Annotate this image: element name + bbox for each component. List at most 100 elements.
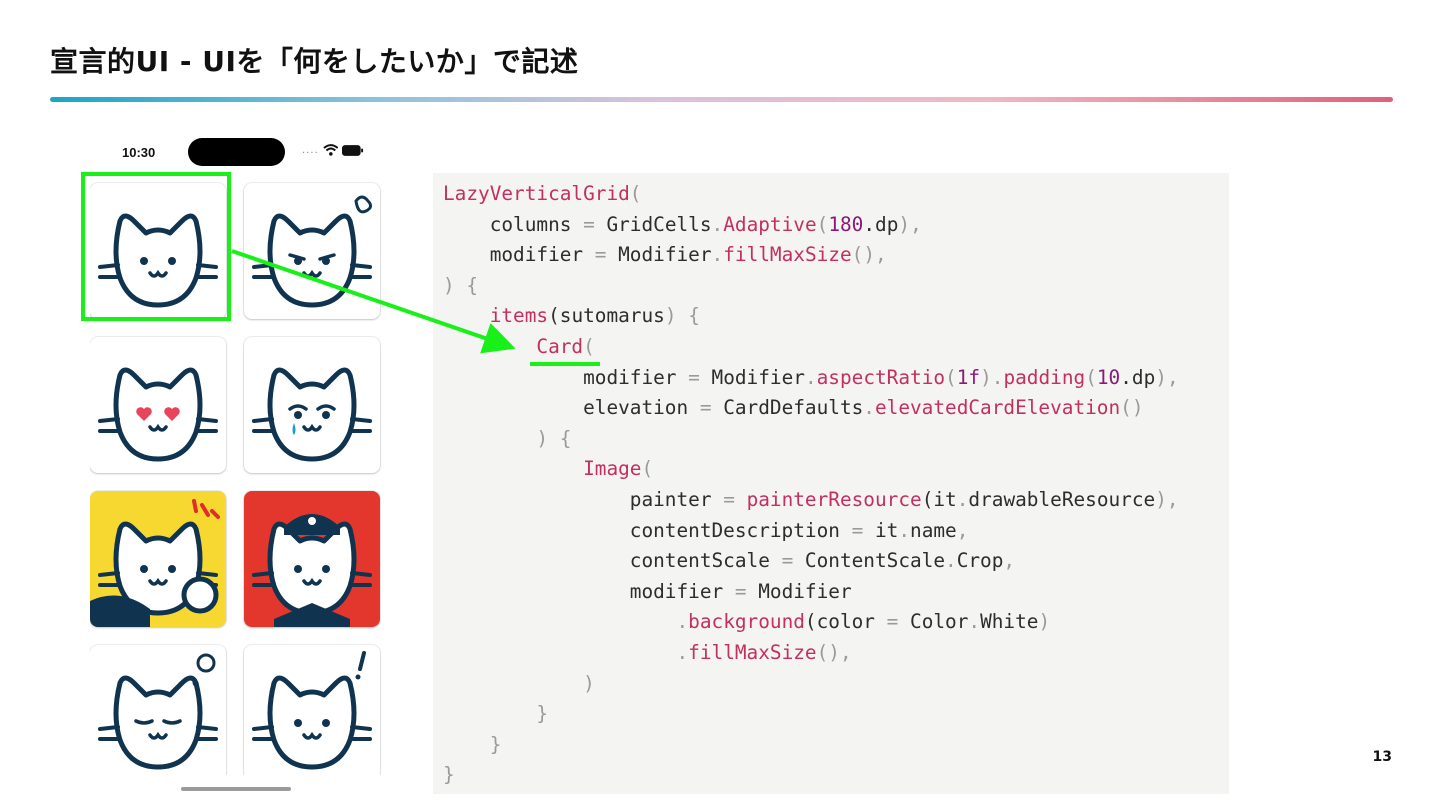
code-token: } [443, 763, 455, 787]
code-token: dp [875, 212, 899, 236]
code-panel: LazyVerticalGrid( columns = GridCells.Ad… [433, 173, 1229, 794]
code-token: White [980, 610, 1039, 634]
code-line: modifier = Modifier [443, 580, 852, 603]
title-gradient-rule [50, 97, 1393, 102]
battery-icon [342, 144, 364, 156]
code-token: (), [816, 640, 852, 664]
code-token: (), [851, 243, 887, 267]
code-line: LazyVerticalGrid( [443, 182, 641, 205]
code-token: Modifier [606, 243, 712, 267]
code-token: ( [641, 457, 654, 481]
code-token: it [933, 487, 957, 511]
code-line: items(sutomarus) { [443, 304, 700, 327]
code-token: = [594, 243, 607, 267]
code-token: ) { [664, 304, 700, 328]
home-indicator [181, 787, 291, 791]
cat-neutral-image [98, 213, 218, 308]
code-token: . [863, 212, 876, 236]
code-token: modifier [443, 579, 735, 603]
sticker-card-cat-crying[interactable] [244, 337, 380, 473]
code-token: = [781, 549, 794, 573]
code-token: Card [536, 334, 584, 358]
code-token: ), [898, 212, 922, 236]
code-token: fillMaxSize [723, 243, 852, 267]
code-token: sutomarus [559, 304, 665, 328]
code-token: it [863, 518, 899, 542]
sticker-grid [90, 175, 382, 775]
code-token: padding [1003, 365, 1086, 389]
code-token: 10 [1096, 365, 1121, 389]
code-token: contentDescription [443, 518, 852, 542]
sticker-card-cat-neutral[interactable] [90, 183, 226, 319]
code-token: , [956, 518, 969, 542]
code-token: modifier [443, 365, 689, 389]
code-token: . [711, 243, 724, 267]
code-token: . [863, 396, 875, 420]
code-line: elevation = CardDefaults.elevatedCardEle… [443, 396, 1144, 420]
sticker-card-cat-exclamation[interactable] [244, 645, 380, 775]
code-line: .background(color = Color.White) [443, 610, 1050, 633]
code-token: . [1120, 365, 1132, 389]
code-token: = [734, 579, 747, 603]
code-token: 180 [828, 212, 864, 236]
code-token: } [443, 702, 549, 726]
code-token: . [898, 518, 911, 542]
code-token: ( [804, 610, 817, 634]
code-token: , [1003, 549, 1016, 573]
code-token: ) [1038, 610, 1051, 634]
first-card-highlight [81, 172, 231, 321]
code-token: ( [921, 487, 934, 511]
page-number: 13 [1372, 749, 1392, 765]
code-token: } [443, 732, 502, 756]
sticker-card-cat-annoyed-steam[interactable] [244, 183, 380, 319]
code-token: Color [898, 610, 969, 634]
code-token: . [711, 212, 724, 236]
cat-heart-eyes-image [98, 367, 218, 462]
code-token: GridCells [594, 212, 712, 236]
code-token: . [676, 610, 689, 634]
code-token: ( [816, 212, 829, 236]
code-line: columns = GridCells.Adaptive(180.dp), [443, 213, 922, 236]
code-token: 1f [956, 365, 981, 389]
wifi-icon [323, 144, 339, 156]
code-token: ) { [443, 273, 479, 297]
phone-screenshot: 10:30 .... [80, 130, 392, 795]
code-line: } [443, 702, 548, 725]
code-token: elevatedCardElevation [874, 396, 1121, 420]
sticker-card-cat-police-red[interactable] [244, 491, 380, 627]
code-token [443, 457, 583, 480]
code-token: Image [583, 457, 642, 481]
code-token: items [489, 304, 549, 328]
code-token: painter [443, 487, 724, 511]
sticker-card-cat-sweat[interactable] [90, 645, 226, 775]
sticker-card-cat-salute-yellow[interactable] [90, 491, 226, 627]
code-line: Card( [443, 334, 595, 358]
code-token: modifier [443, 243, 595, 267]
code-token: CardDefaults [711, 396, 864, 420]
code-token: ContentScale [793, 549, 946, 573]
code-token: ( [583, 334, 595, 358]
code-token: Modifier [699, 365, 805, 389]
code-token: name [910, 518, 957, 542]
code-token: color [816, 610, 887, 634]
code-token: = [851, 518, 864, 542]
cat-exclamation-image [252, 651, 372, 770]
code-token: . [968, 610, 981, 634]
code-token: dp [1131, 365, 1156, 389]
card-keyword-underline [530, 362, 600, 366]
code-token [443, 641, 676, 664]
code-token: . [956, 487, 969, 511]
code-token: . [945, 549, 957, 573]
code-token: Adaptive [723, 212, 817, 236]
code-token: LazyVerticalGrid [443, 182, 630, 205]
code-token: ). [980, 365, 1004, 389]
dynamic-island [188, 138, 285, 166]
sticker-card-cat-heart-eyes[interactable] [90, 337, 226, 473]
code-token [443, 304, 490, 327]
code-token [443, 610, 676, 633]
status-time: 10:30 [122, 145, 156, 160]
code-line: painter = painterResource(it.drawableRes… [443, 488, 1179, 511]
code-token: . [804, 365, 817, 389]
signal-dots: .... [302, 144, 319, 156]
code-token: () [1120, 396, 1144, 420]
